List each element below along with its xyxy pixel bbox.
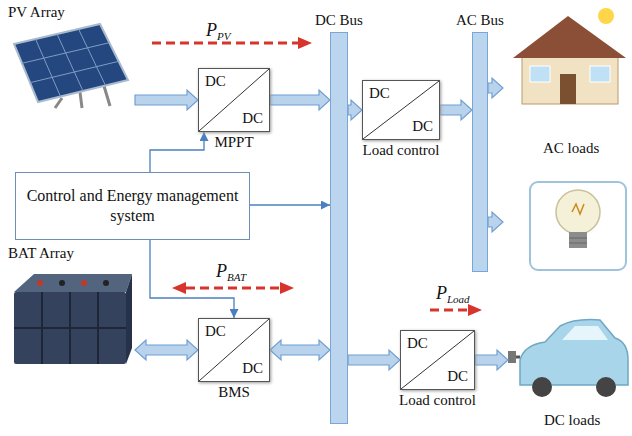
converter-input: DC	[407, 335, 428, 352]
car-window	[562, 326, 608, 340]
panel-stand	[104, 86, 110, 106]
power-subscript: PV	[217, 30, 230, 43]
battery-cells	[14, 292, 126, 364]
bulb-thread	[569, 238, 587, 239]
power-arrow	[348, 100, 362, 120]
panel-stand	[80, 92, 82, 108]
power-arrow	[135, 340, 198, 360]
bulb-filament	[572, 204, 584, 214]
load-group: DC loads	[508, 300, 630, 434]
load-group: AC loads	[503, 0, 632, 278]
diagonal-line	[363, 81, 439, 139]
bus-label: AC Bus	[456, 12, 504, 29]
converter-box: DCDCMPPT	[198, 68, 270, 132]
bulb-glass	[556, 190, 600, 234]
diagonal-line	[199, 69, 269, 131]
power-subscript: BAT	[227, 271, 246, 284]
power-arrow	[440, 100, 472, 120]
converter-name: Load control	[362, 142, 439, 159]
bulb-base	[569, 232, 587, 248]
plug	[508, 351, 516, 363]
diagonal-line	[199, 319, 269, 381]
battery-terminals	[37, 280, 109, 286]
device-illustration: BAT Array	[5, 245, 135, 373]
house-wall	[522, 56, 618, 104]
control-label: Control and Energy management system	[26, 186, 239, 226]
converter-output: DC	[242, 360, 263, 377]
converter-output: DC	[447, 368, 468, 385]
converter-box: DCDCLoad control	[400, 330, 475, 390]
converter-input: DC	[205, 73, 226, 90]
control-line	[250, 204, 330, 205]
power-arrow	[488, 78, 503, 98]
control-line	[150, 240, 234, 318]
converter-output: DC	[412, 118, 433, 135]
power-symbol: P	[436, 283, 447, 304]
bulb-thread	[569, 243, 587, 244]
power-arrow	[135, 90, 198, 110]
house-window	[530, 66, 550, 82]
battery-side	[126, 274, 132, 364]
power-arrow	[270, 340, 330, 360]
house-roof	[513, 16, 626, 58]
control-box: Control and Energy management system	[15, 172, 250, 240]
bulb-icon	[530, 182, 626, 270]
converter-box: DCDCBMS	[198, 318, 270, 382]
power-arrow	[348, 350, 400, 370]
device-illustration: PV Array	[5, 4, 135, 110]
battery-front	[14, 292, 126, 364]
house-icon	[513, 8, 626, 104]
house-door	[560, 74, 576, 104]
power-symbol: P	[206, 20, 217, 41]
converter-input: DC	[205, 323, 226, 340]
car-wheel	[532, 377, 552, 397]
power-flow-arrow	[430, 304, 482, 316]
power-flow-arrow	[152, 37, 312, 49]
converter-name: MPPT	[214, 134, 253, 151]
panel-stand	[55, 98, 62, 108]
power-arrow	[475, 350, 508, 370]
power-flow-arrow	[172, 282, 294, 294]
battery-top	[14, 274, 132, 292]
device-label: PV Array	[8, 4, 65, 21]
panel-face	[14, 24, 128, 102]
converter-output: DC	[242, 110, 263, 127]
panel-grid	[22, 29, 119, 97]
converter-name: BMS	[218, 384, 250, 401]
bus-bar: DC Bus	[330, 32, 348, 424]
bus-label: DC Bus	[315, 12, 363, 29]
diagonal-line	[401, 331, 474, 389]
converter-name: Load control	[399, 392, 476, 409]
battery-array	[14, 274, 132, 364]
power-subscript: Load	[447, 293, 470, 306]
house-window	[590, 66, 610, 82]
load-label: DC loads	[544, 412, 600, 429]
bus-bar: AC Bus	[472, 32, 488, 272]
power-symbol: P	[216, 261, 227, 282]
solar-panel	[14, 24, 128, 108]
sun	[598, 8, 614, 24]
bulb-frame	[530, 182, 626, 270]
power-arrow	[270, 90, 330, 110]
car-icon	[508, 320, 628, 397]
car-body	[520, 320, 628, 385]
load-label: AC loads	[543, 140, 599, 157]
converter-box: DCDCLoad control	[362, 80, 440, 140]
control-line	[150, 132, 204, 172]
converter-input: DC	[369, 85, 390, 102]
power-arrow	[488, 212, 503, 232]
device-label: BAT Array	[8, 245, 74, 262]
car-wheel	[596, 377, 616, 397]
